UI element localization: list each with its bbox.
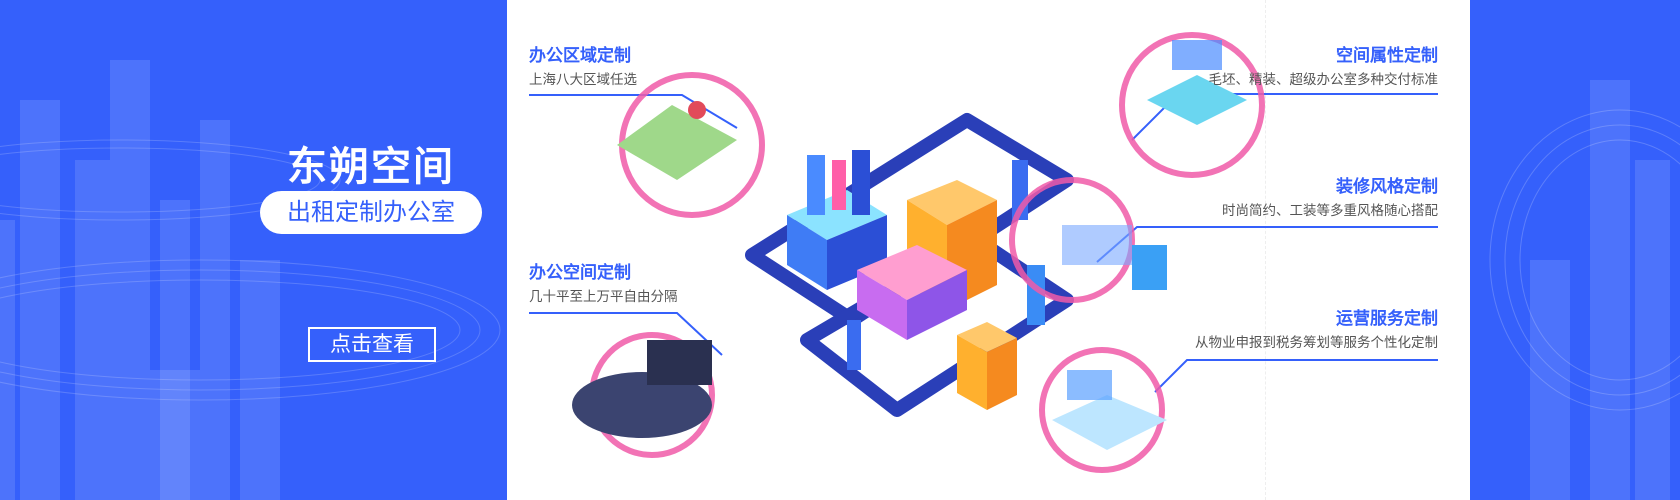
feature-desc: 毛坯、精装、超级办公室多种交付标准 (1208, 72, 1439, 87)
feature-title: 空间属性定制 (1336, 46, 1438, 65)
brand-title: 东朔空间 (287, 145, 455, 189)
feature-vignettes (572, 32, 1265, 473)
city-wireframe-decoration (0, 60, 501, 500)
connector-line (1154, 359, 1438, 393)
isometric-office-illustration (529, 32, 1438, 473)
feature-title: 装修风格定制 (1336, 177, 1438, 196)
feature-space-attribute: 空间属性定制 毛坯、精装、超级办公室多种交付标准 (1209, 45, 1439, 90)
feature-decoration-style: 装修风格定制 时尚简约、工装等多重风格随心搭配 (1222, 176, 1438, 221)
feature-desc: 从物业申报到税务筹划等服务个性化定制 (1195, 335, 1438, 350)
feature-desc: 上海八大区域任选 (529, 72, 637, 87)
feature-desc: 几十平至上万平自由分隔 (529, 289, 678, 304)
feature-office-area: 办公区域定制 上海八大区域任选 (529, 45, 637, 90)
feature-desc: 时尚简约、工装等多重风格随心搭配 (1222, 203, 1438, 218)
right-banner-panel (1470, 0, 1680, 500)
feature-title: 办公空间定制 (529, 263, 631, 282)
feature-office-space: 办公空间定制 几十平至上万平自由分隔 (529, 262, 678, 307)
feature-title: 办公区域定制 (529, 46, 631, 65)
divider (1265, 0, 1266, 500)
feature-title: 运营服务定制 (1336, 309, 1438, 328)
view-details-button[interactable]: 点击查看 (308, 327, 436, 362)
feature-operation-service: 运营服务定制 从物业申报到税务筹划等服务个性化定制 (1195, 308, 1438, 353)
connector-line (529, 94, 738, 129)
brand-subtitle-pill: 出租定制办公室 (260, 191, 482, 234)
buildings (787, 150, 1045, 410)
left-banner-panel: 东朔空间 出租定制办公室 点击查看 (0, 0, 507, 500)
city-wireframe-decoration (1489, 80, 1680, 500)
